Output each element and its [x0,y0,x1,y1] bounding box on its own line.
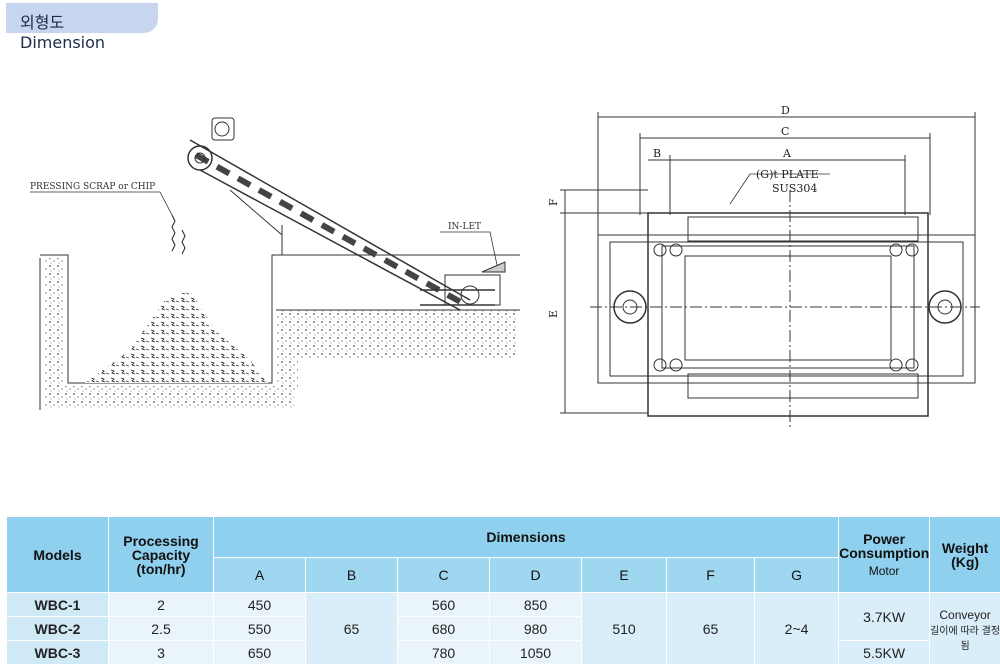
header-dim-f: F [666,557,755,593]
cell-capacity: 2.5 [108,616,214,641]
header-power-line1: Power [863,530,906,547]
dim-label-b: B [653,147,661,160]
cell-capacity: 2 [108,592,214,617]
cell-a: 450 [213,592,306,617]
section-title-en: Dimension [20,33,106,52]
label-inlet: IN-LET [448,222,481,232]
cell-power: 5.5KW [838,640,931,665]
dim-label-d: D [781,104,790,117]
header-weight-line1: Weight [941,539,989,556]
table-row: WBC-1 2 450 65 560 850 510 65 2~4 3.7KW … [6,592,1000,665]
label-pressing-scrap: PRESSING SCRAP or CHIP [30,182,155,192]
specification-table: Models Processing Capacity (ton/hr) Dime… [6,516,1000,665]
technical-drawing: PRESSING SCRAP or CHIP IN-LET [30,104,980,430]
cell-d: 980 [489,616,582,641]
header-dim-a: A [213,557,306,593]
header-dim-e: E [581,557,667,593]
cell-a: 550 [213,616,306,641]
header-dim-d: D [489,557,582,593]
header-capacity-line3: (ton/hr) [136,560,186,577]
cell-a: 650 [213,640,306,665]
header-power-motor: Motor [868,563,900,578]
table-row: WBC-2 2.5 550 680 980 [6,616,1000,641]
header-capacity-line1: Processing [123,532,199,549]
cell-d: 850 [489,592,582,617]
cell-d: 1050 [489,640,582,665]
cell-c: 560 [397,592,490,617]
header-weight: Weight (Kg) [929,516,1000,593]
header-dim-c: C [397,557,490,593]
cell-weight-line1: Conveyor [939,607,991,622]
table-row: WBC-3 3 650 780 1050 5.5KW [6,640,1000,665]
header-weight-line2: (Kg) [951,553,980,570]
dim-label-f: F [547,198,560,206]
cell-weight: Conveyor 길이에 따라 결정됨 [929,592,1000,665]
label-plate: (G)t PLATE [756,168,819,181]
section-title-ko: 외형도 [20,13,65,32]
cell-c: 680 [397,616,490,641]
cell-b: 65 [305,592,398,665]
header-capacity-line2: Capacity [131,546,191,563]
header-dim-b: B [305,557,398,593]
header-power: Power Consumption Motor [838,516,931,593]
side-view [30,117,520,410]
label-material: SUS304 [772,182,817,195]
scrap-pile [85,290,268,383]
header-power-line2: Consumption [839,544,930,561]
section-title: 외형도Dimension [6,3,158,52]
dim-label-c: C [781,125,789,138]
header-dimensions: Dimensions [212,516,840,558]
cell-c: 780 [397,640,490,665]
ground-hatch [44,258,516,408]
cell-weight-line2: 길이에 따라 결정됨 [930,625,1000,652]
header-capacity: Processing Capacity (ton/hr) [108,516,214,593]
cross-section-view [560,112,980,430]
cell-model: WBC-1 [6,592,109,617]
cell-model: WBC-3 [6,640,109,665]
header-dim-g: G [753,557,840,593]
cell-e: 510 [581,592,667,665]
cell-model: WBC-2 [6,616,109,641]
cell-g: 2~4 [753,592,840,665]
cell-f: 65 [666,592,755,665]
cell-power: 3.7KW [838,592,931,641]
header-models: Models [6,516,109,593]
dim-label-e: E [547,310,560,318]
cell-capacity: 3 [108,640,214,665]
dim-label-a: A [782,147,792,160]
